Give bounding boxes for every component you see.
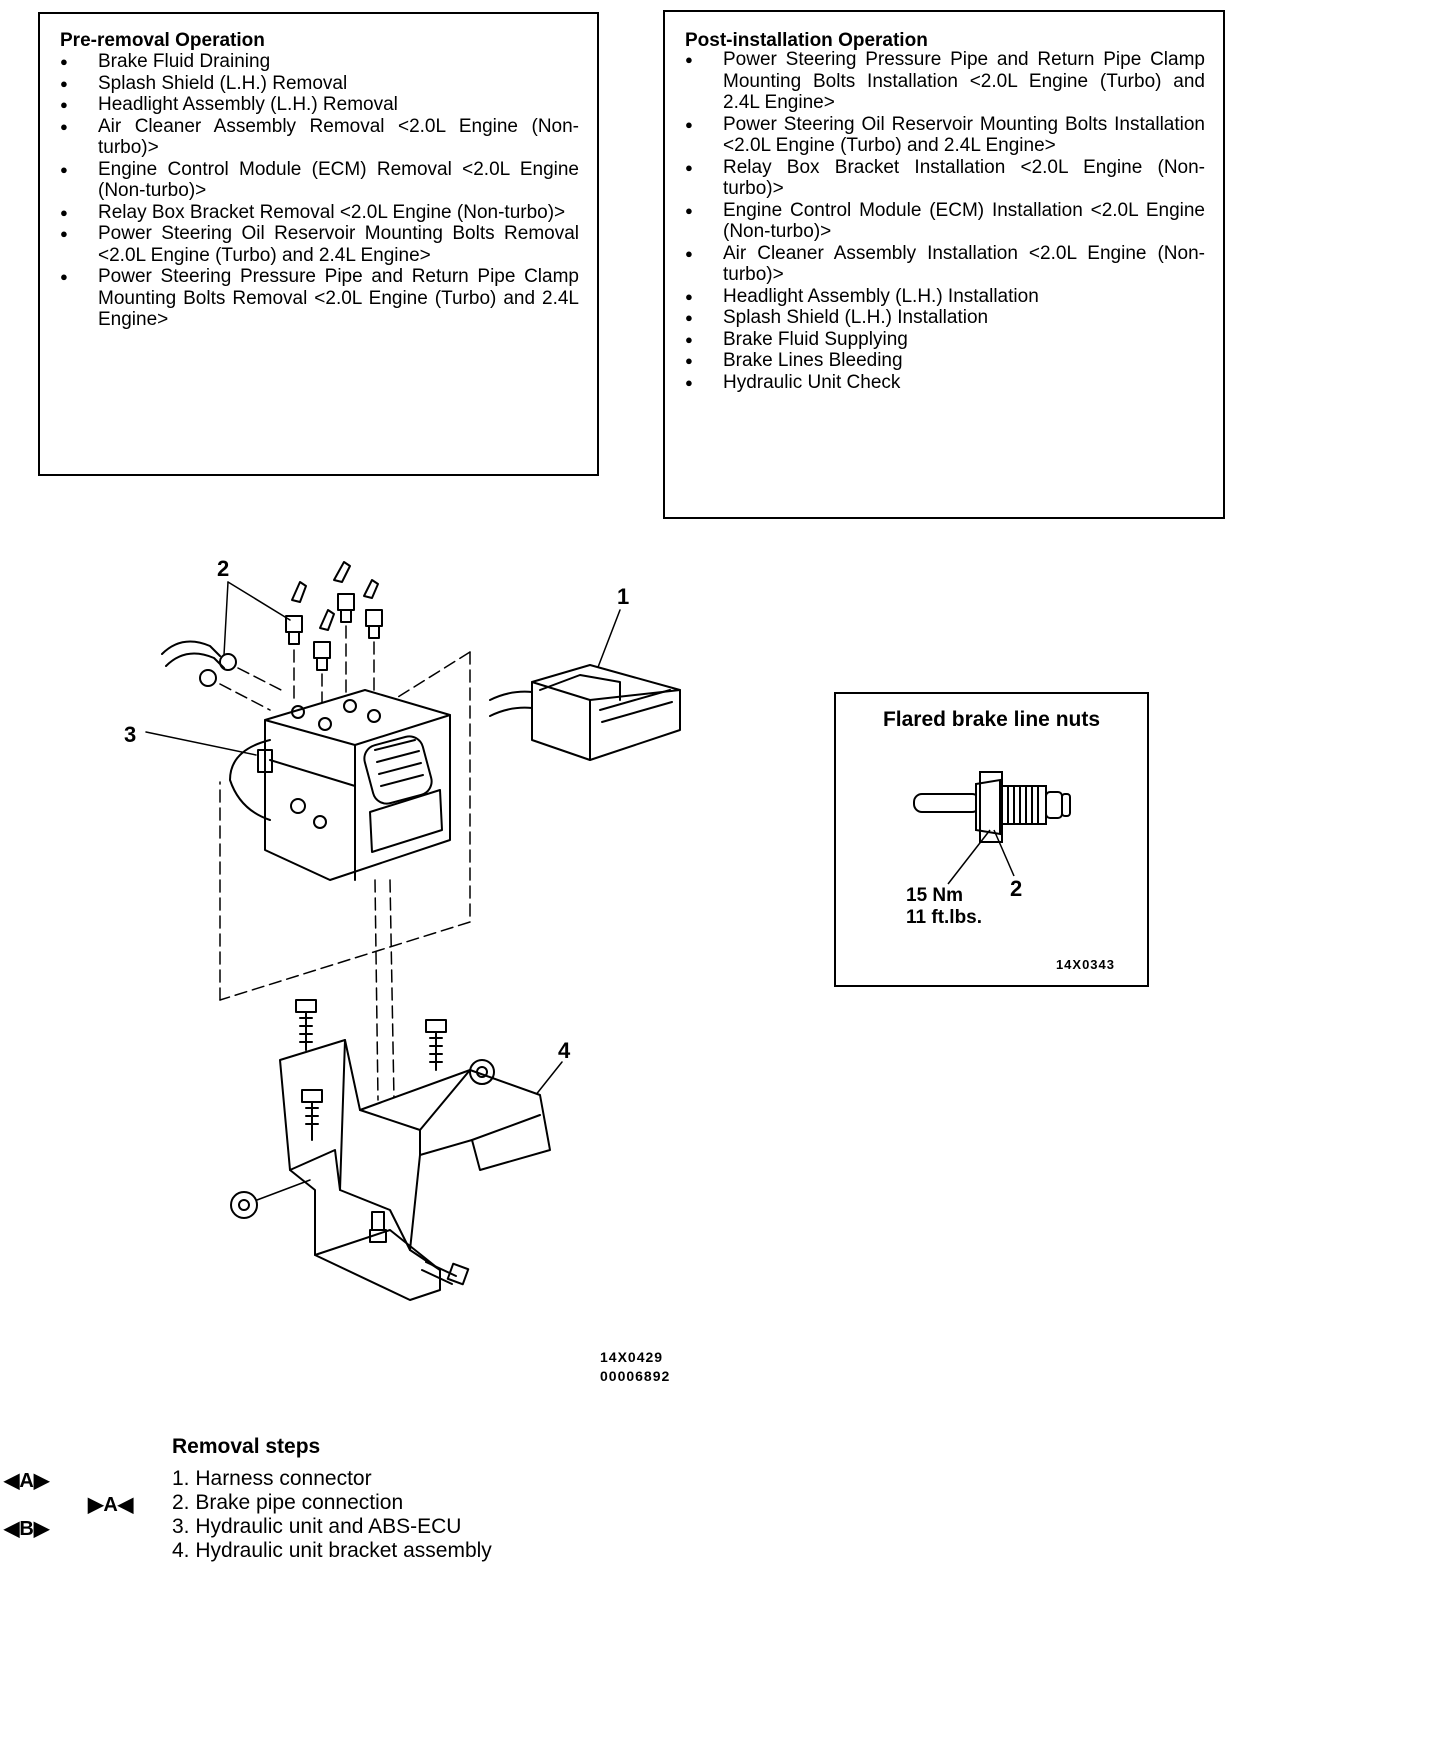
flare-nut-drawing [913, 771, 1071, 885]
post-installation-list: Power Steering Pressure Pipe and Return … [685, 49, 1205, 393]
pre-removal-panel: Pre-removal Operation Brake Fluid Draini… [38, 12, 599, 476]
pre-removal-item: Air Cleaner Assembly Removal <2.0L Engin… [60, 116, 579, 159]
torque-spec: 15 Nm 11 ft.lbs. [906, 885, 982, 929]
harness-connector [489, 664, 681, 761]
service-mark-a-install: ▶A◀ [88, 1494, 134, 1516]
removal-step-2: 2. Brake pipe connection [172, 1491, 404, 1514]
removal-step-3: 3. Hydraulic unit and ABS-ECU [172, 1515, 462, 1538]
brake-pipe-fittings [161, 561, 383, 687]
post-installation-item: Splash Shield (L.H.) Installation [685, 307, 1205, 329]
hydraulic-unit-exploded-diagram: 2 1 3 4 [124, 556, 681, 1301]
hydraulic-unit-bracket-assembly [279, 1039, 551, 1301]
service-mark-a: ◀A▶ [4, 1470, 50, 1492]
alignment-lines [219, 625, 471, 1101]
removal-step-4: 4. Hydraulic unit bracket assembly [172, 1539, 492, 1562]
figure-code: 14X0429 00006892 [600, 1348, 670, 1386]
pre-removal-item: Relay Box Bracket Removal <2.0L Engine (… [60, 202, 579, 224]
pre-removal-list: Brake Fluid Draining Splash Shield (L.H.… [60, 51, 579, 331]
pre-removal-item: Power Steering Oil Reservoir Mounting Bo… [60, 223, 579, 266]
callout-4: 4 [558, 1038, 571, 1063]
post-installation-item: Brake Fluid Supplying [685, 329, 1205, 351]
flared-nut-inset: Flared brake line nuts 15 Nm 11 ft.lbs. … [834, 692, 1149, 987]
callout-1: 1 [617, 584, 629, 609]
post-installation-item: Power Steering Pressure Pipe and Return … [685, 49, 1205, 114]
callout-3: 3 [124, 722, 136, 747]
post-installation-item: Power Steering Oil Reservoir Mounting Bo… [685, 114, 1205, 157]
post-installation-item: Engine Control Module (ECM) Installation… [685, 200, 1205, 243]
post-installation-item: Hydraulic Unit Check [685, 372, 1205, 394]
torque-ftlbs: 11 ft.lbs. [906, 907, 983, 928]
inset-title: Flared brake line nuts [882, 708, 1101, 731]
pre-removal-item: Power Steering Pressure Pipe and Return … [60, 266, 579, 331]
hydraulic-unit-body [229, 689, 451, 881]
service-mark-b: ◀B▶ [4, 1518, 50, 1540]
removal-steps-title: Removal steps [172, 1435, 321, 1458]
pre-removal-item: Headlight Assembly (L.H.) Removal [60, 94, 579, 116]
post-installation-item: Relay Box Bracket Installation <2.0L Eng… [685, 157, 1205, 200]
torque-nm: 15 Nm [906, 885, 964, 906]
figure-code-primary: 14X0429 [600, 1349, 664, 1365]
figure-code-secondary: 00006892 [600, 1368, 671, 1384]
post-installation-item: Headlight Assembly (L.H.) Installation [685, 286, 1205, 308]
inset-figure-code: 14X0343 [1055, 957, 1115, 972]
bracket-bolts [230, 999, 495, 1286]
removal-step-1: 1. Harness connector [172, 1467, 372, 1490]
post-installation-panel: Post-installation Operation Power Steeri… [663, 10, 1225, 519]
callout-2: 2 [217, 556, 229, 581]
inset-callout-2: 2 [1010, 876, 1023, 901]
pre-removal-item: Brake Fluid Draining [60, 51, 579, 73]
pre-removal-item: Engine Control Module (ECM) Removal <2.0… [60, 159, 579, 202]
leader-lines [145, 581, 621, 1151]
post-installation-item: Air Cleaner Assembly Installation <2.0L … [685, 243, 1205, 286]
post-installation-title: Post-installation Operation [685, 30, 928, 51]
post-installation-item: Brake Lines Bleeding [685, 350, 1205, 372]
pre-removal-item: Splash Shield (L.H.) Removal [60, 73, 579, 95]
pre-removal-title: Pre-removal Operation [60, 30, 265, 51]
